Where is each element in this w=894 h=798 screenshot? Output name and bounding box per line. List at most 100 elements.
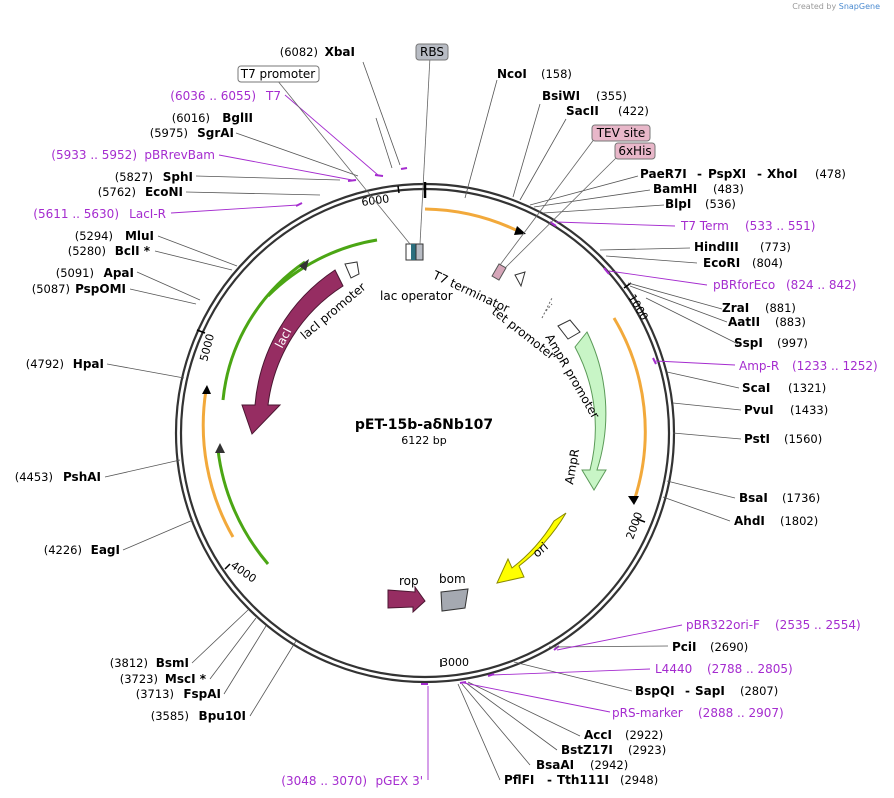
green-arc-lower [216, 449, 270, 565]
svg-text:BspQI: BspQI [635, 684, 675, 698]
primer-mark-amp-r [652, 357, 657, 365]
svg-text:(2948): (2948) [620, 773, 658, 787]
svg-text:(5762): (5762) [98, 185, 136, 199]
site-ncoi: NcoI(158) [497, 67, 572, 81]
svg-text:T7 promoter: T7 promoter [240, 67, 316, 81]
site-pvui: PvuI(1433) [744, 403, 828, 417]
primer-mark-pbrforeco [603, 267, 610, 275]
svg-text:(4792): (4792) [26, 357, 64, 371]
ori-label: ori [530, 540, 551, 561]
svg-text:-: - [685, 684, 690, 698]
bom-label: bom [439, 572, 466, 586]
svg-text:1000: 1000 [625, 292, 650, 323]
orange-arc-left [201, 389, 235, 538]
svg-text:T7 Term: T7 Term [680, 219, 729, 233]
svg-text:(5294): (5294) [75, 229, 113, 243]
site-acci: AccI(2922) [584, 728, 663, 742]
site-blpi: BlpI(536) [665, 197, 736, 211]
site-ecori: EcoRI(804) [703, 256, 783, 270]
svg-text:AhdI: AhdI [734, 514, 765, 528]
tick-5000: 5000 [196, 329, 217, 363]
site-bsmi: (3812)BsmI [110, 656, 189, 670]
primer-mark-prs-marker [459, 681, 467, 684]
svg-text:BamHI: BamHI [653, 182, 697, 196]
svg-text:(355): (355) [596, 89, 627, 103]
rop-arrow [387, 585, 426, 614]
primer-prs-marker: pRS-marker(2888 .. 2907) [612, 706, 784, 720]
snapgene-credit: Created by SnapGene [792, 2, 880, 11]
svg-text:(883): (883) [775, 315, 806, 329]
svg-text:6000: 6000 [361, 192, 391, 209]
svg-text:BsiWI: BsiWI [542, 89, 580, 103]
svg-text:(158): (158) [541, 67, 572, 81]
svg-text:(2923): (2923) [628, 743, 666, 757]
svg-text:6xHis: 6xHis [618, 144, 651, 158]
plasmid-size: 6122 bp [401, 434, 446, 447]
svg-text:BlpI: BlpI [665, 197, 691, 211]
svg-text:XbaI: XbaI [325, 45, 355, 59]
orange-arc-right-head [628, 496, 639, 505]
orange-arc-right [612, 317, 647, 502]
svg-text:SspI: SspI [734, 336, 763, 350]
svg-text:pBR322ori-F: pBR322ori-F [686, 618, 760, 632]
svg-text:(2942): (2942) [590, 758, 628, 772]
site-aatii: AatII(883) [728, 315, 806, 329]
svg-text:(1233 .. 1252): (1233 .. 1252) [792, 359, 878, 373]
svg-text:(6082): (6082) [280, 45, 318, 59]
primer-amp-r: Amp-R (1233 .. 1252) [739, 359, 878, 373]
svg-text:Amp-R: Amp-R [739, 359, 779, 373]
svg-text:(2788 .. 2805): (2788 .. 2805) [707, 662, 793, 676]
green-arc-lacl-head [299, 259, 309, 271]
primer-pbrrevbam: (5933 .. 5952)pBRrevBam [51, 148, 215, 162]
site-bstz17i: BstZ17I(2923) [561, 743, 666, 757]
svg-text:(1560): (1560) [784, 432, 822, 446]
rop-label: rop [399, 574, 419, 588]
svg-text:(3585): (3585) [151, 709, 189, 723]
site-sphi: (5827)SphI [115, 170, 193, 184]
lac-operator-fill [411, 244, 416, 260]
svg-text:PspXI: PspXI [708, 167, 746, 181]
plasmid-name: pET-15b-aδNb107 [355, 417, 493, 433]
svg-text:EcoNI: EcoNI [145, 185, 183, 199]
site-sspi: SspI(997) [734, 336, 808, 350]
primer-mark-pbrrevbam [347, 179, 357, 182]
primer-pbrforeco: pBRforEco(824 .. 842) [713, 278, 856, 292]
site-hpai: (4792)HpaI [26, 357, 104, 371]
site-bamhi: BamHI(483) [653, 182, 744, 196]
svg-text:PstI: PstI [744, 432, 770, 446]
snapgene-logo: SnapGene [838, 2, 880, 11]
svg-text:pRS-marker: pRS-marker [612, 706, 683, 720]
svg-text:PciI: PciI [672, 640, 697, 654]
svg-text:BclI *: BclI * [115, 244, 151, 258]
rbs-box [415, 243, 424, 261]
site-scai: ScaI(1321) [742, 381, 826, 395]
svg-text:SphI: SphI [163, 170, 193, 184]
svg-text:(533 .. 551): (533 .. 551) [745, 219, 815, 233]
svg-text:pBRforEco: pBRforEco [713, 278, 775, 292]
site-econi: (5762) EcoNI [98, 185, 183, 199]
svg-text:BsmI: BsmI [156, 656, 189, 670]
svg-text:-: - [697, 167, 702, 181]
orange-arc-left-head [202, 385, 211, 394]
svg-text:(3723): (3723) [120, 672, 158, 686]
site-sacii: SacII(422) [566, 104, 649, 118]
tick-6000: 6000 [361, 185, 400, 209]
svg-text:FspAI: FspAI [183, 687, 221, 701]
site-bcli: (5280)BclI * [68, 244, 151, 258]
primer-pgex3: (3048 .. 3070)pGEX 3' [281, 774, 423, 788]
orange-arc-top-outline [424, 208, 523, 234]
svg-text:(2690): (2690) [710, 640, 748, 654]
laci-promoter-arrow [344, 261, 360, 279]
svg-text:(3713): (3713) [136, 687, 174, 701]
site-fspai: (3713) FspAI [136, 687, 221, 701]
site-pspomi: (5087)PspOMI [32, 282, 126, 296]
svg-text:PflFI: PflFI [504, 773, 534, 787]
primer-t7-term: T7 Term (533 .. 551) [680, 219, 815, 233]
laci-arrow [241, 269, 344, 435]
site-sgrai: (5975)SgrAI [150, 126, 234, 140]
credit-prefix: Created by [792, 2, 837, 11]
svg-text:(5611 .. 5630): (5611 .. 5630) [33, 207, 119, 221]
site-bpu10i: (3585)Bpu10I [151, 709, 246, 723]
svg-text:(4453): (4453) [15, 470, 53, 484]
